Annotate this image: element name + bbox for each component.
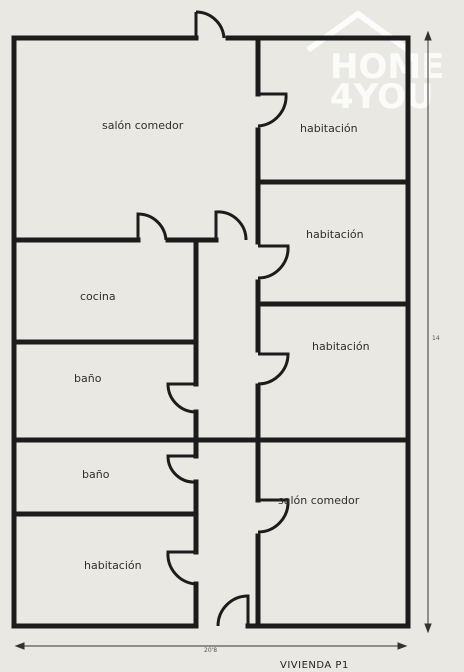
room-label-salon-comedor-top: salón comedor <box>102 119 184 132</box>
door-entrance-top <box>194 10 226 39</box>
dimension-width-label: 20'8 <box>204 647 217 654</box>
walls <box>11 35 411 629</box>
room-label-cocina: cocina <box>80 290 116 303</box>
door-bathroom-1 <box>166 382 197 414</box>
door-bedroom-4 <box>166 550 197 586</box>
watermark-logo: HOME 4YOU <box>306 10 444 117</box>
door-living-bottom <box>257 498 290 534</box>
room-label-habitacion-2: habitación <box>306 228 364 241</box>
door-bathroom-2 <box>166 454 197 484</box>
room-label-habitacion-3: habitación <box>312 340 370 353</box>
room-label-habitacion-1: habitación <box>300 122 358 135</box>
arrow-down-icon <box>424 623 432 634</box>
plan-caption: VIVIENDA P1 <box>280 660 349 671</box>
room-label-habitacion-4: habitación <box>84 559 142 572</box>
room-label-salon-comedor-bottom: salón comedor <box>278 494 360 507</box>
room-label-bano-1: baño <box>74 372 102 385</box>
dimension-lines <box>14 30 432 650</box>
watermark-line1: HOME <box>330 47 444 87</box>
door-corridor <box>214 210 248 241</box>
arrow-up-icon <box>424 30 432 41</box>
door-bedroom-1 <box>257 92 288 128</box>
house-roof-icon <box>306 10 410 53</box>
room-label-bano-2: baño <box>82 468 110 481</box>
door-bedroom-2 <box>257 244 290 280</box>
door-entrance-bottom <box>216 594 250 627</box>
doors <box>136 10 290 627</box>
door-kitchen <box>136 212 168 241</box>
arrow-left-icon <box>14 642 25 650</box>
arrow-right-icon <box>397 642 408 650</box>
dimension-height-label: 14 <box>432 335 440 342</box>
door-bedroom-3 <box>257 352 290 386</box>
watermark-line2: 4YOU <box>330 77 434 117</box>
